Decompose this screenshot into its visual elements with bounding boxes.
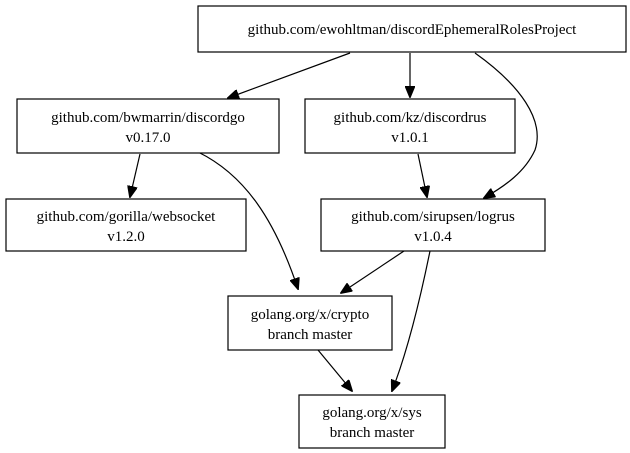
edges-layer [130,52,538,391]
node-websocket-version: v1.2.0 [107,229,145,245]
node-project-label: github.com/ewohltman/discordEphemeralRol… [248,22,578,38]
edge-project-to-discordgo [228,52,351,98]
edge-discordgo-to-crypto [197,151,298,289]
edge-discordgo-to-websocket [130,153,141,197]
node-sys-label: golang.org/x/sys [322,405,421,421]
node-discordrus: github.com/kz/discordrus v1.0.1 [304,98,516,154]
nodes-layer: github.com/ewohltman/discordEphemeralRol… [5,5,627,449]
node-websocket: github.com/gorilla/websocket v1.2.0 [5,198,247,252]
node-discordgo-label: github.com/bwmarrin/discordgo [51,110,245,126]
node-crypto-label: golang.org/x/crypto [251,307,369,323]
node-websocket-label: github.com/gorilla/websocket [37,209,217,225]
node-logrus-label: github.com/sirupsen/logrus [351,209,515,225]
edge-crypto-to-sys [317,349,352,391]
node-sys: golang.org/x/sys branch master [298,394,446,449]
edge-logrus-to-crypto [341,250,405,293]
node-crypto: golang.org/x/crypto branch master [227,295,393,351]
node-crypto-branch: branch master [268,327,353,343]
edge-discordrus-to-logrus [417,153,427,197]
node-logrus: github.com/sirupsen/logrus v1.0.4 [320,198,546,252]
node-discordrus-version: v1.0.1 [391,130,429,146]
edge-project-to-logrus [474,52,538,198]
node-project: github.com/ewohltman/discordEphemeralRol… [197,5,627,53]
node-sys-branch: branch master [330,425,415,441]
edge-logrus-to-sys [392,250,431,391]
node-logrus-version: v1.0.4 [414,229,452,245]
node-discordgo-version: v0.17.0 [126,130,171,146]
node-discordgo: github.com/bwmarrin/discordgo v0.17.0 [16,98,280,154]
node-discordrus-label: github.com/kz/discordrus [334,110,487,126]
